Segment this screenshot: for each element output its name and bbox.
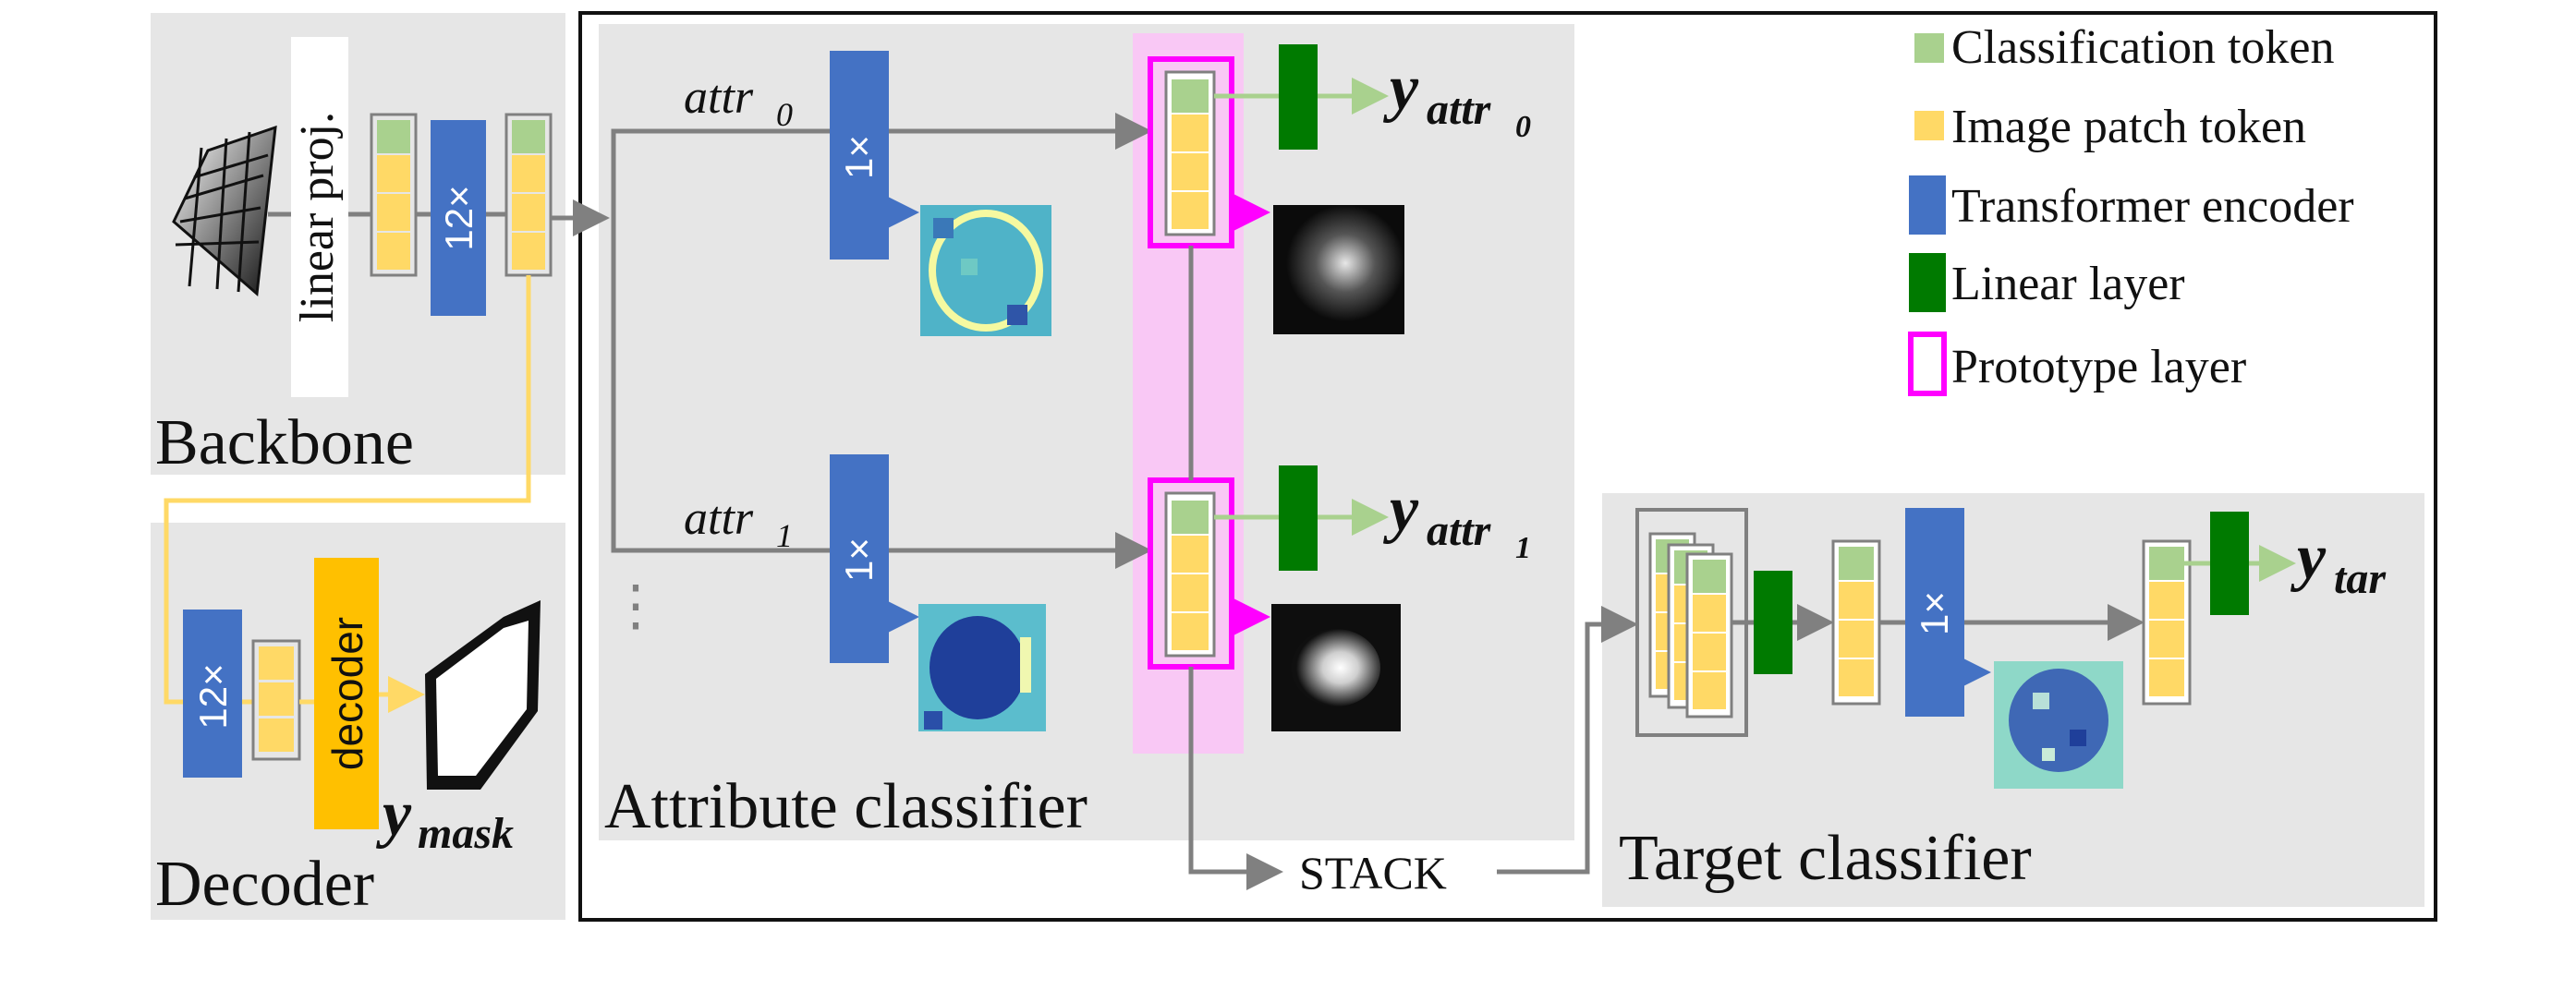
y-attr-1-label: y attr 1 (1383, 474, 1531, 565)
decoder-title: Decoder (155, 849, 374, 920)
svg-text:mask: mask (418, 809, 514, 858)
y-tar-label: y tar (2290, 522, 2387, 603)
target-classifier-title: Target classifier (1619, 823, 2032, 894)
legend-swatch-prototype-layer (1908, 332, 1947, 396)
legend-label-classification-token: Classification token (1951, 21, 2334, 74)
attr-branch-line (611, 113, 1152, 218)
token-stack (1164, 70, 1216, 236)
svg-text:0: 0 (1515, 110, 1531, 144)
backbone-encoder-block (431, 120, 486, 316)
backbone-title: Backbone (155, 407, 414, 478)
attr-1-linear-layer (1279, 465, 1318, 571)
input-image-grid (172, 125, 277, 297)
svg-text:1: 1 (1515, 531, 1531, 565)
attr-1-prototype-activation-map (1271, 604, 1401, 731)
attr-1-encoder-block (830, 454, 889, 663)
stack-label: STACK (1299, 847, 1447, 899)
decoder-block-label: decoder (323, 617, 371, 770)
legend-label-prototype-layer: Prototype layer (1951, 341, 2246, 393)
attribute-classifier-title: Attribute classifier (604, 771, 1088, 842)
target-attention-map (1994, 661, 2123, 789)
legend-swatch-transformer-encoder (1909, 175, 1946, 235)
svg-text:attr: attr (1427, 506, 1492, 555)
target-linear-layer (1754, 571, 1792, 674)
svg-text:y: y (1383, 474, 1419, 545)
legend-label-transformer-encoder: Transformer encoder (1951, 180, 2354, 233)
svg-text:attr: attr (1427, 85, 1492, 134)
y-mask-label: y mask (376, 779, 514, 858)
token-stack (370, 113, 418, 277)
attr-0-label: attr 0 (684, 71, 793, 133)
legend: Classification token Image patch token T… (1908, 21, 2354, 396)
legend-swatch-linear-layer (1909, 253, 1946, 312)
attr-branch-line (611, 218, 1152, 569)
mask-path-line (164, 275, 531, 705)
token-stack (251, 639, 301, 761)
more-attributes-ellipsis: ⋮ (608, 575, 663, 636)
attribute-classifier-panel (599, 24, 1574, 840)
linear-proj-label: linear proj. (291, 112, 344, 322)
target-encoder-label: 1× (1913, 591, 1956, 635)
legend-label-linear-layer: Linear layer (1951, 258, 2185, 310)
svg-text:1: 1 (776, 517, 793, 554)
token-stack (504, 113, 553, 277)
token-stack (2142, 539, 2192, 706)
svg-text:y: y (1383, 53, 1419, 124)
decoder-encoder-label: 12× (191, 663, 235, 729)
token-stack (1164, 491, 1216, 658)
stack-to-target-arrow (1497, 606, 1638, 875)
y-attr-0-label: y attr 0 (1383, 53, 1531, 144)
backbone-encoder-label: 12× (437, 185, 480, 250)
svg-text:tar: tar (2334, 554, 2387, 603)
svg-text:y: y (2290, 522, 2327, 593)
attr-1-attention-map (918, 604, 1046, 731)
decoder-block (314, 558, 379, 829)
legend-label-image-patch-token: Image patch token (1951, 101, 2306, 153)
svg-text:0: 0 (776, 96, 793, 133)
token-stack (1831, 539, 1881, 706)
attr-0-encoder-block (830, 51, 889, 260)
decoder-encoder-block (183, 610, 242, 778)
stacked-tokens (1648, 532, 1733, 718)
svg-text:attr: attr (684, 71, 754, 124)
main-frame (578, 11, 2437, 922)
svg-text:attr: attr (684, 492, 754, 545)
mask-output-image (425, 600, 541, 790)
legend-swatch-image-patch-token (1914, 111, 1944, 140)
attr-0-linear-layer (1279, 44, 1318, 150)
legend-swatch-classification-token (1914, 33, 1944, 63)
attr-0-prototype-activation-map (1273, 205, 1404, 334)
linear-proj-block (291, 37, 348, 397)
attr-0-attention-map (920, 205, 1051, 336)
svg-text:y: y (376, 779, 412, 850)
target-output-linear-layer (2210, 512, 2249, 615)
attr-0-encoder-label: 1× (837, 135, 881, 179)
attr-1-encoder-label: 1× (837, 537, 881, 582)
attr-1-label: attr 1 (684, 492, 793, 554)
stack-path-line (1188, 667, 1283, 890)
